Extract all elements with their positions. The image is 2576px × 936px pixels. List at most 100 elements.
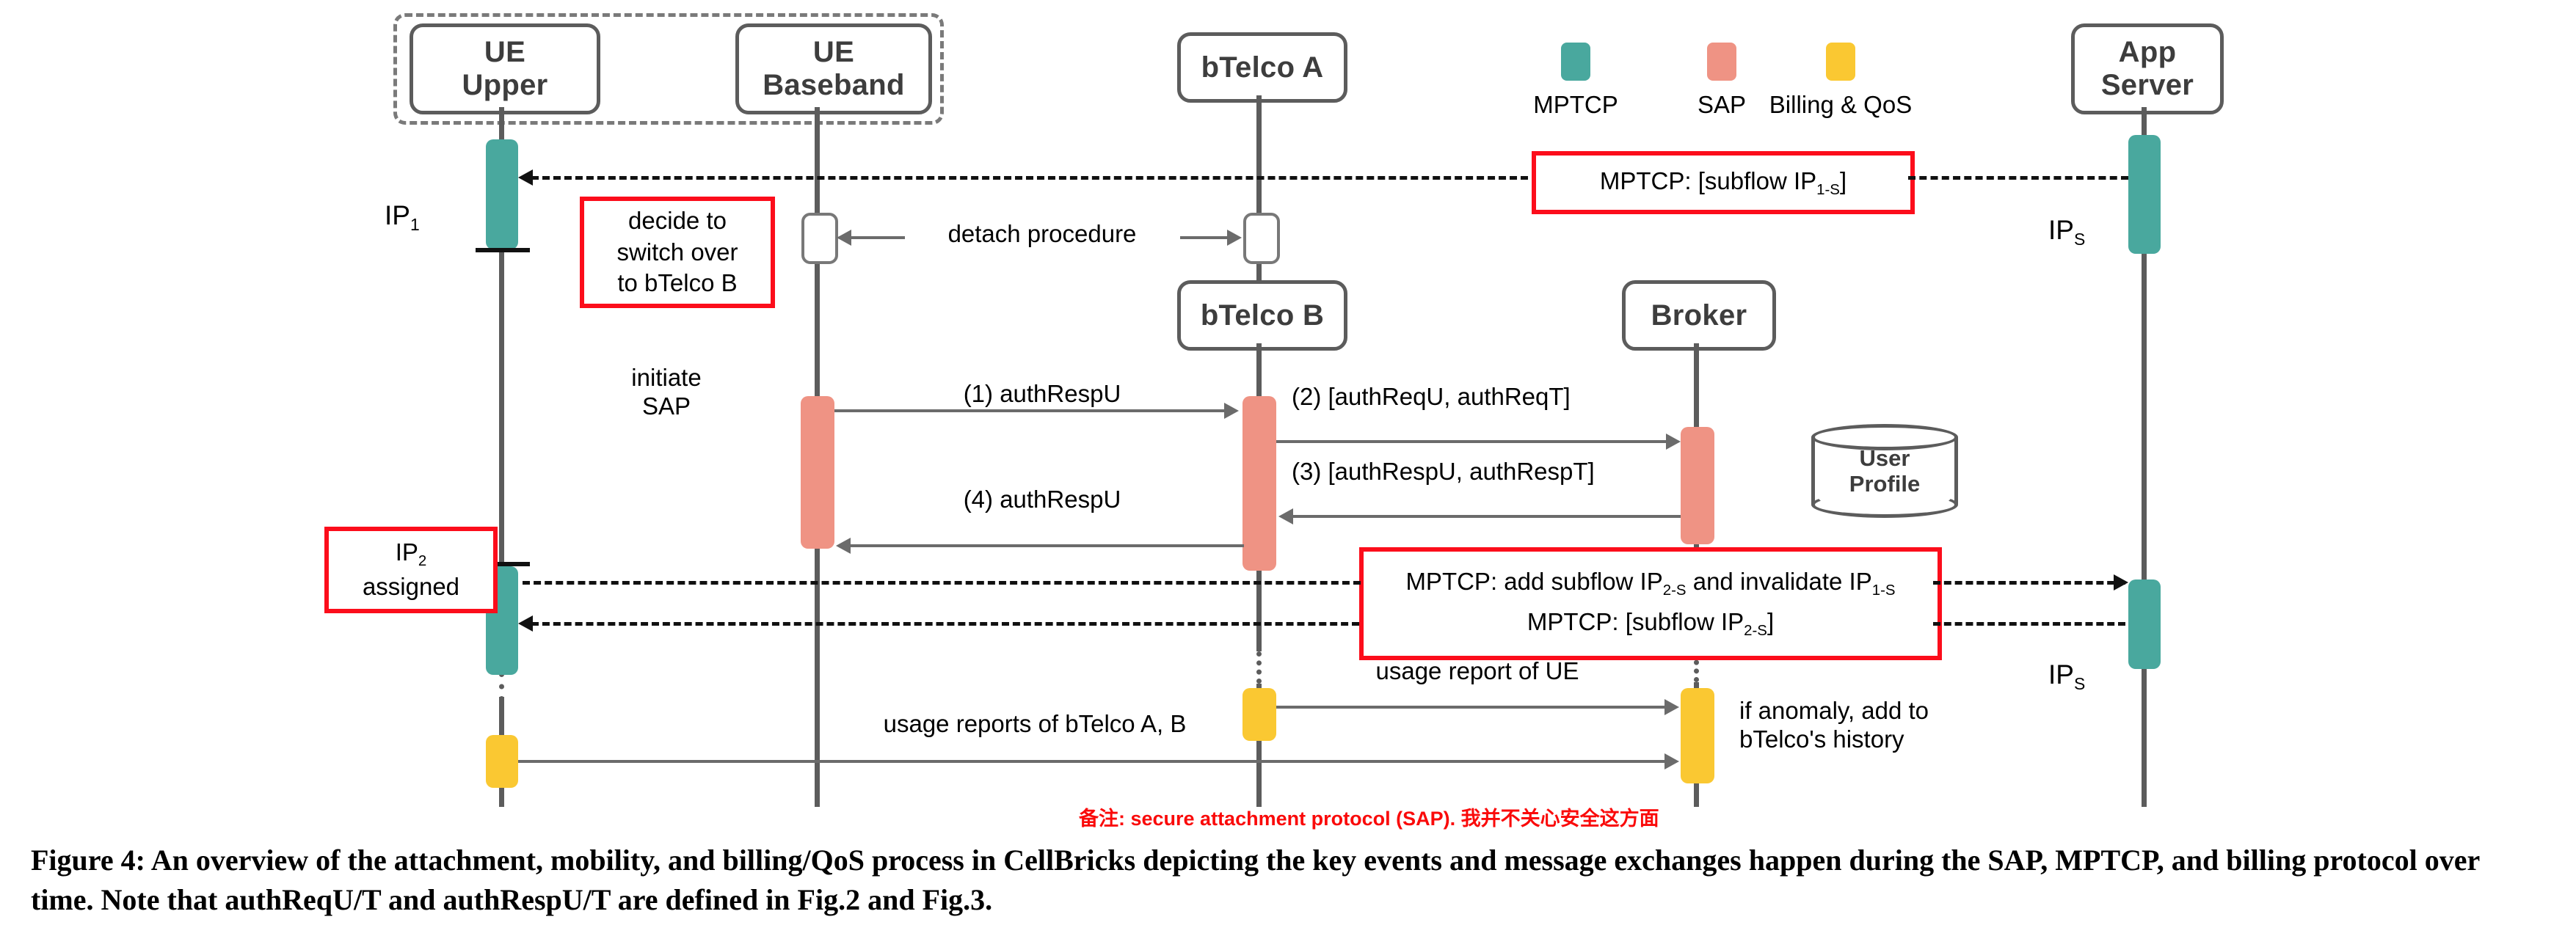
mptcp-top-suffix: ]: [1839, 167, 1847, 194]
activation-ue-upper-billing: [486, 735, 518, 788]
participant-app-server[interactable]: App Server: [2071, 23, 2224, 114]
usage-reports-ab-line: [518, 760, 1667, 763]
activation-app-server-mptcp-1: [2128, 135, 2161, 254]
msg2-line: [1276, 440, 1671, 443]
mptcp-mid1-b: and invalidate IP: [1686, 568, 1872, 596]
mptcp-msg-subflow2-arrowhead: [518, 615, 533, 632]
datastore-line2: Profile: [1849, 470, 1921, 497]
anomaly-note-line2: bTelco's history: [1739, 725, 1904, 753]
ip2-assigned-line2: assigned: [362, 572, 460, 600]
ips-bottom-text: IP: [2048, 659, 2074, 690]
activation-ue-upper-mptcp-1: [486, 139, 518, 249]
ips-top-text: IP: [2048, 215, 2074, 245]
legend-label-mptcp: MPTCP: [1533, 91, 1618, 118]
participant-ue-baseband[interactable]: UE Baseband: [735, 23, 932, 114]
lifeline-ue-upper-dotted: [499, 672, 504, 701]
activation-btelco-b-sap: [1242, 396, 1276, 571]
mptcp-mid1-a: MPTCP: add subflow IP: [1405, 568, 1663, 596]
mptcp-mid2-b: ]: [1767, 608, 1775, 635]
activation-btelco-a-detach: [1243, 213, 1280, 264]
datastore-caption: User Profile: [1811, 445, 1958, 497]
ip2-assigned-line1: IP2: [363, 537, 459, 571]
datastore-bottom-ellipse: [1811, 491, 1958, 518]
figure-caption: Figure 4: An overview of the attachment,…: [31, 844, 2480, 917]
participant-btelco-a[interactable]: bTelco A: [1177, 32, 1347, 103]
mptcp-msg-subflow2-right-segment: [1933, 622, 2125, 626]
participant-ue-upper-line1: UE: [484, 36, 526, 69]
decide-switch-line1: decide to: [628, 206, 727, 234]
mptcp-msg-add-subflow-arrowhead: [2114, 574, 2128, 591]
legend-swatch-sap: [1707, 43, 1736, 81]
datastore-top-ellipse: [1811, 424, 1958, 450]
lifeline-ue-upper: [499, 107, 504, 672]
mptcp-msg-add-subflow-left-segment: [523, 581, 1361, 585]
mptcp-msg-subflow2-left-segment: [531, 622, 1359, 626]
mptcp-msg-top-arrowhead: [518, 169, 533, 186]
mptcp-top-prefix: MPTCP: [subflow IP: [1599, 167, 1817, 194]
activation-app-server-mptcp-2: [2128, 579, 2161, 669]
mptcp-msg-top-left-segment: [531, 176, 1528, 180]
detach-msg-arrowhead-left: [837, 230, 851, 246]
usage-report-ue-arrowhead: [1664, 699, 1679, 715]
participant-app-server-line1: App: [2118, 36, 2177, 69]
usage-report-ue-line: [1276, 706, 1668, 709]
ips-bottom-subscript: S: [2073, 674, 2086, 694]
ips-bottom-label: IPS: [2048, 659, 2085, 694]
participant-btelco-b[interactable]: bTelco B: [1177, 280, 1347, 351]
legend-swatch-billing: [1826, 43, 1855, 81]
mptcp-mid2-sub: 2-S: [1744, 622, 1767, 640]
decide-switch-box: decide to switch over to bTelco B: [580, 197, 775, 308]
anomaly-note-line1: if anomaly, add to: [1739, 697, 1929, 724]
msg1-line: [834, 409, 1229, 412]
msg3-arrowhead: [1278, 508, 1293, 524]
mptcp-add-subflow-box: MPTCP: add subflow IP2-S and invalidate …: [1359, 547, 1942, 660]
msg2-arrowhead: [1666, 434, 1681, 450]
lifeline-btelco-b-dotted: [1256, 651, 1262, 684]
participant-ue-upper[interactable]: UE Upper: [410, 23, 600, 114]
lifeline-ue-baseband-lower: [815, 687, 820, 807]
detach-procedure-label: detach procedure: [947, 220, 1137, 247]
ips-top-subscript: S: [2073, 230, 2086, 249]
ip2-subscript: 2: [418, 552, 427, 570]
participant-ue-baseband-line1: UE: [812, 36, 855, 69]
legend-label-sap: SAP: [1697, 91, 1747, 118]
msg1-label: (1) authRespU: [963, 380, 1121, 407]
mptcp-mid1-sub1: 2-S: [1662, 582, 1687, 599]
mptcp-mid2-a: MPTCP: [subflow IP: [1527, 608, 1744, 635]
detach-msg-arrowhead-right: [1227, 230, 1242, 246]
legend-label-billing: Billing & QoS: [1769, 91, 1913, 118]
anomaly-note: if anomaly, add to bTelco's history: [1739, 697, 2121, 754]
detach-msg-line-left: [850, 236, 905, 239]
msg4-line: [849, 544, 1244, 547]
mptcp-subflow-ip1s-text: MPTCP: [subflow IP1-S]: [1600, 167, 1847, 200]
decide-switch-line2: switch over: [616, 238, 738, 266]
ip2-assigned-box: IP2 assigned: [324, 527, 498, 613]
lifeline-broker-dotted: [1694, 651, 1699, 682]
usage-reports-ab-label: usage reports of bTelco A, B: [883, 710, 1187, 737]
initiate-sap-line1: initiate: [631, 364, 702, 391]
msg3-label: (3) [authRespU, authRespT]: [1292, 458, 1595, 485]
usage-report-ue-label: usage report of UE: [1375, 657, 1579, 684]
initiate-sap-label: initiate SAP: [587, 364, 746, 421]
ip1-label: IP1: [385, 200, 420, 235]
mptcp-top-sub: 1-S: [1816, 180, 1840, 198]
detach-msg-line-right: [1180, 236, 1235, 239]
participant-broker[interactable]: Broker: [1622, 280, 1776, 351]
mptcp-mid1-sub2: 1-S: [1871, 582, 1896, 599]
ips-top-label: IPS: [2048, 214, 2085, 249]
lifeline-ue-baseband-dotted: [815, 653, 820, 687]
participant-broker-label: Broker: [1651, 299, 1747, 332]
mptcp-msg-top-right-segment: [1908, 176, 2128, 180]
msg1-arrowhead: [1224, 403, 1239, 419]
participant-btelco-a-label: bTelco A: [1201, 51, 1324, 84]
ip2-text: IP: [395, 538, 418, 566]
lifeline-btelco-a: [1256, 95, 1262, 280]
initiate-sap-line2: SAP: [641, 392, 691, 420]
activation-btelco-b-billing: [1242, 688, 1276, 741]
mptcp-msg-add-subflow-right-segment: [1933, 581, 2125, 585]
mptcp-add-subflow-line1: MPTCP: add subflow IP2-S and invalidate …: [1364, 567, 1938, 600]
participant-btelco-b-label: bTelco B: [1200, 299, 1325, 332]
mptcp-subflow-ip2s-line2: MPTCP: [subflow IP2-S]: [1364, 607, 1938, 640]
ue-group-container: [393, 13, 944, 125]
legend-swatch-mptcp: [1561, 43, 1590, 81]
